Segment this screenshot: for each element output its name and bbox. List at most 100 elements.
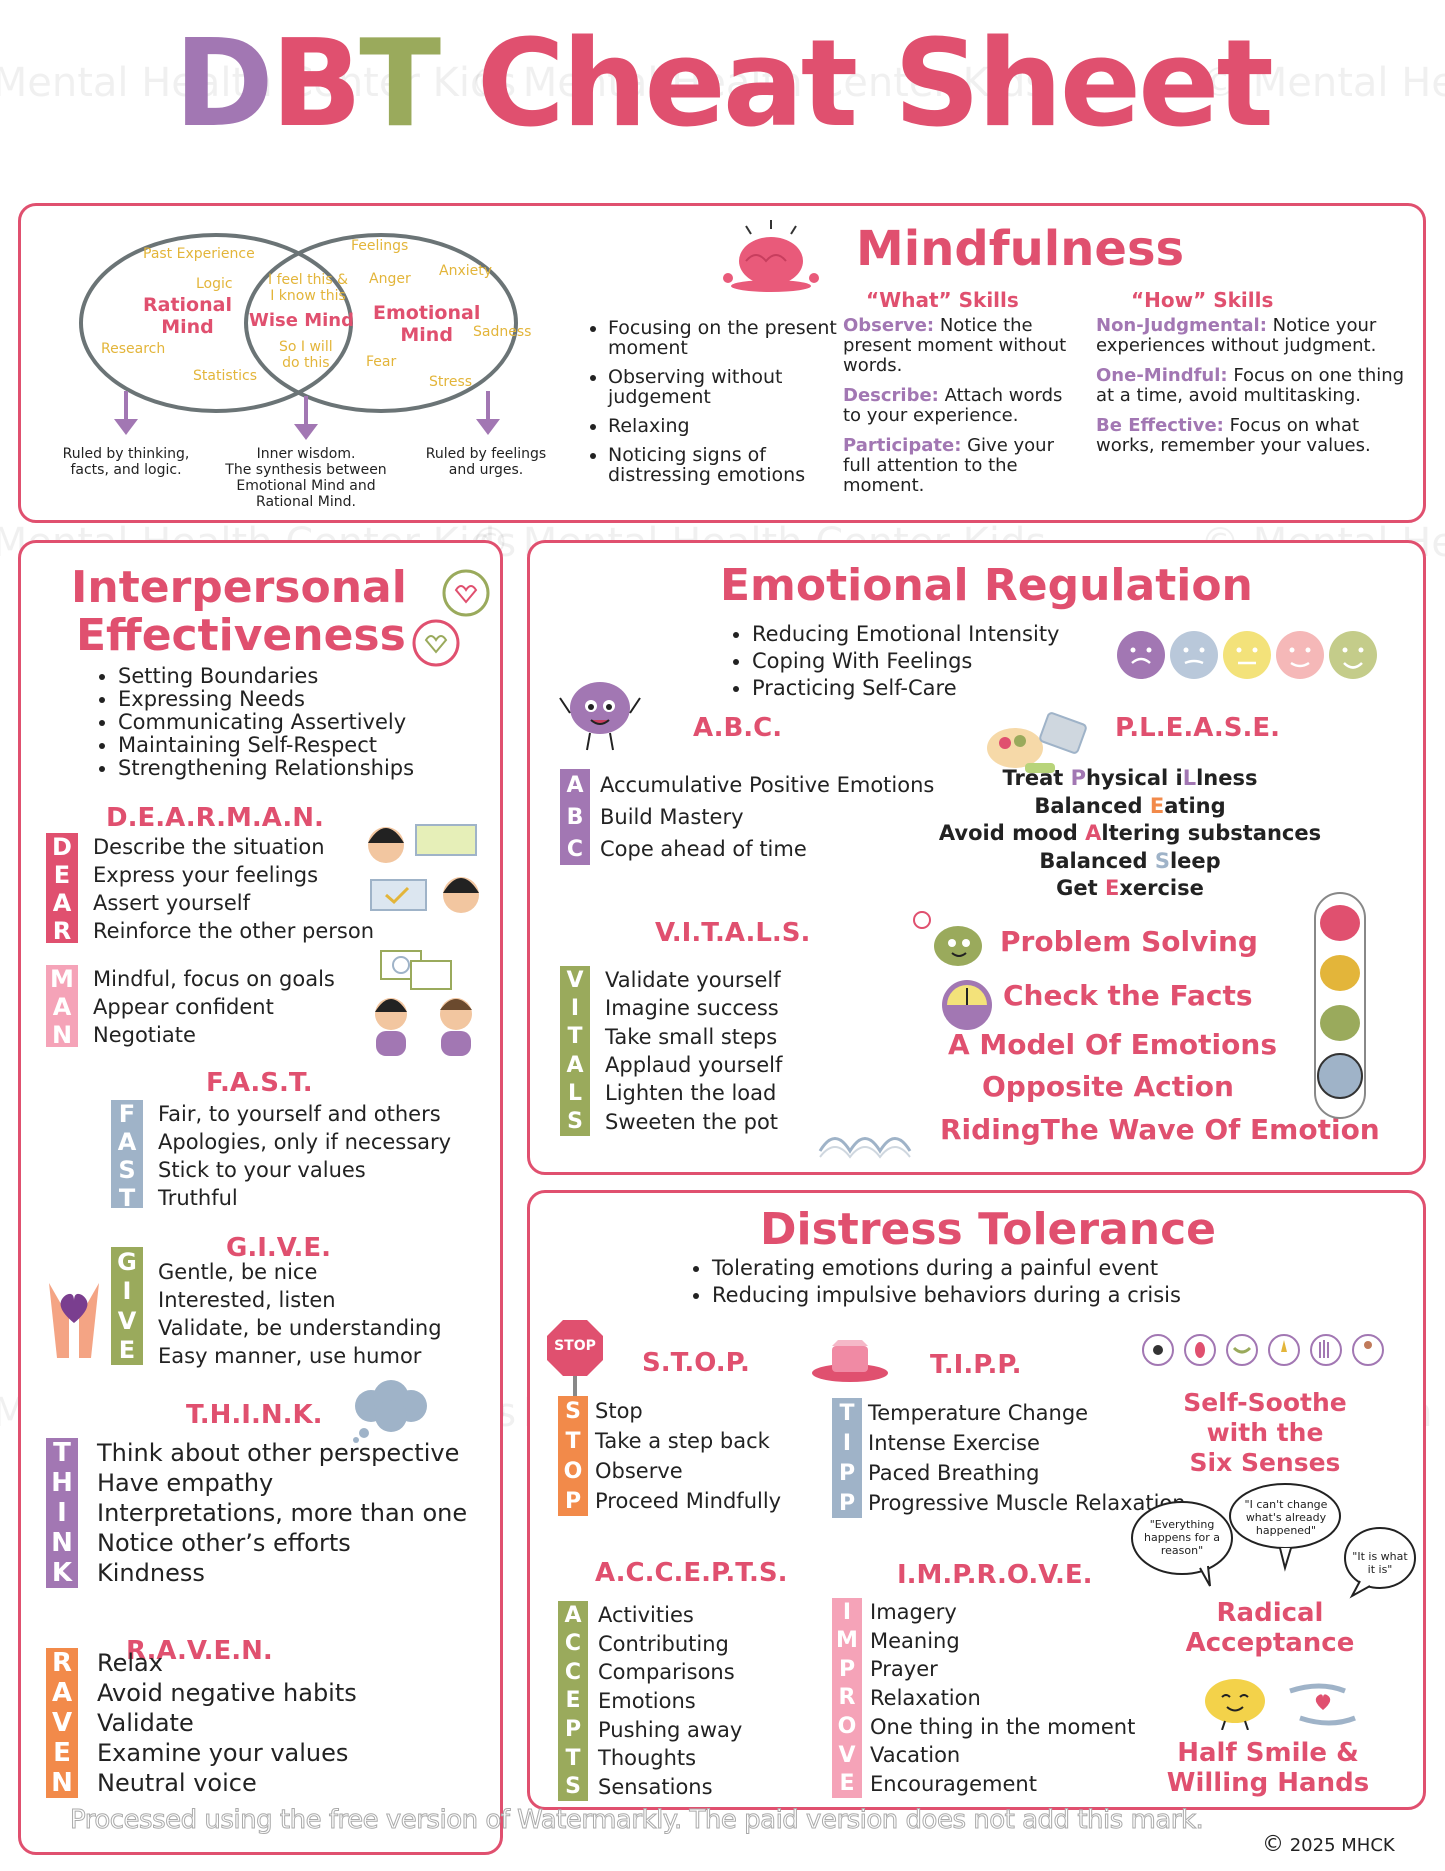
skill-item: Participate: Give your full attention to… [843, 436, 1083, 496]
green-brain-lightbulb-icon [913, 911, 982, 966]
improve-title: I.M.P.R.O.V.E. [897, 1560, 1093, 1590]
list-item: Assert yourself [93, 891, 251, 915]
abc-title: A.B.C. [693, 713, 783, 743]
list-item: Contributing [598, 1631, 729, 1656]
list-item: Reducing Emotional Intensity [752, 621, 1059, 648]
list-item: Notice other’s efforts [97, 1529, 351, 1557]
please-letter: L [1182, 766, 1197, 790]
what-skills-title: “What” Skills [866, 288, 1019, 312]
please-text: lness [1196, 766, 1258, 790]
list-item: Relax [97, 1649, 163, 1677]
acronym-letter: T [118, 1184, 136, 1212]
list-item: Vacation [870, 1743, 961, 1768]
list-item: Relaxing [608, 416, 858, 436]
list-item: Accumulative Positive Emotions [600, 773, 935, 797]
list-item: Apologies, only if necessary [158, 1130, 452, 1154]
title-rest: Cheat Sheet [438, 15, 1274, 154]
acronym-letter: T [567, 1024, 583, 1050]
acronym-letter: P [838, 1490, 856, 1516]
list-item: Imagine success [605, 996, 779, 1021]
list-item: Take a step back [595, 1429, 770, 1453]
please-text: Balanced [1034, 793, 1150, 818]
page-title: DBT Cheat Sheet [0, 10, 1445, 160]
list-item: Validate yourself [605, 968, 781, 993]
skill-text: Notice the present moment without words. [843, 315, 1067, 376]
skill-item: Be Effective: Focus on what works, remem… [1096, 416, 1406, 456]
radical-line: Radical [1216, 1598, 1324, 1628]
list-item: Applaud yourself [605, 1053, 783, 1078]
purple-brain-icon [559, 682, 641, 751]
distress-tolerance-panel: Distress Tolerance Tolerating emotions d… [527, 1190, 1426, 1810]
list-item: Interpretations, more than one [97, 1499, 468, 1527]
list-item: Build Mastery [600, 805, 744, 829]
list-item: Fair, to yourself and others [158, 1102, 441, 1126]
arrow-down-icon [114, 391, 138, 435]
please-text: Balanced [1039, 848, 1155, 873]
acronym-letter: E [118, 1336, 136, 1365]
skill-label: Observe: [843, 315, 935, 336]
list-item: Reinforce the other person [93, 919, 375, 943]
people-peace-icon [375, 950, 472, 1056]
list-item: Intense Exercise [868, 1431, 1040, 1455]
acronym-letter: H [51, 1468, 73, 1498]
mindfulness-title: Mindfulness [856, 221, 1185, 277]
venn-word: Research [101, 341, 166, 357]
list-item: Gentle, be nice [158, 1260, 318, 1284]
list-item: Interested, listen [158, 1288, 336, 1312]
acronym-letter: V [51, 1708, 73, 1738]
skill-label: Participate: [843, 435, 962, 456]
watermark-notice: Processed using the free version of Wate… [69, 1805, 1204, 1836]
smiling-brain-icon [1205, 1679, 1265, 1730]
self-soothe-line: with the [1206, 1418, 1324, 1447]
list-item: Proceed Mindfully [595, 1489, 782, 1513]
think-title: T.H.I.N.K. [186, 1400, 323, 1430]
skill-check-facts: Check the Facts [1003, 979, 1253, 1012]
list-item: Maintaining Self-Respect [118, 734, 478, 757]
acronym-letter: P [564, 1488, 582, 1514]
skill-item: Describe: Attach words to your experienc… [843, 386, 1083, 426]
wise-mind-caption: Inner wisdom. The synthesis between Emot… [225, 446, 387, 510]
list-item: Have empathy [97, 1469, 274, 1497]
acronym-letter: M [50, 965, 74, 993]
skill-text: Focus on what works, remember your value… [1096, 415, 1371, 456]
acronym-letter: V [566, 967, 584, 993]
title-letter-d: D [174, 15, 274, 154]
list-item: Focusing on the present moment [608, 318, 858, 358]
interpersonal-title: Interpersonal [71, 562, 407, 613]
list-item: Paced Breathing [868, 1461, 1040, 1485]
list-item: Take small steps [605, 1024, 778, 1049]
emotion-face-icon [1329, 631, 1377, 679]
list-item: Kindness [97, 1559, 205, 1587]
vitals-title: V.I.T.A.L.S. [655, 918, 811, 948]
list-item: One thing in the moment [870, 1714, 1136, 1739]
self-soothe-title: Self-Soothe with the Six Senses [1155, 1388, 1375, 1478]
list-item: Get Exercise [915, 875, 1345, 903]
please-text: Avoid mood [938, 821, 1086, 845]
skill-item: One-Mindful: Focus on one thing at a tim… [1096, 366, 1406, 406]
arrow-down-icon [294, 396, 318, 440]
venn-word: Stress [429, 374, 473, 390]
emotional-mind-caption: Ruled by feelings and urges. [425, 446, 547, 478]
acronym-letter: I [842, 1599, 852, 1625]
acronym-letter: A [117, 1128, 137, 1156]
stacked-brains-icon [1314, 892, 1366, 1119]
radical-acceptance-title: Radical Acceptance [1160, 1598, 1380, 1658]
emotional-bullets: Reducing Emotional Intensity Coping With… [730, 621, 1059, 702]
venn-center-word: So I will do this [279, 339, 333, 371]
skill-text: Attach words to your experience. [843, 385, 1063, 426]
acronym-letter: D [52, 833, 72, 861]
list-item: Negotiate [93, 1023, 196, 1047]
please-letter: E [1104, 876, 1120, 900]
list-item: Strengthening Relationships [118, 757, 478, 780]
heart-speech-bubble-icon [412, 569, 490, 667]
skill-label: Describe: [843, 385, 939, 406]
